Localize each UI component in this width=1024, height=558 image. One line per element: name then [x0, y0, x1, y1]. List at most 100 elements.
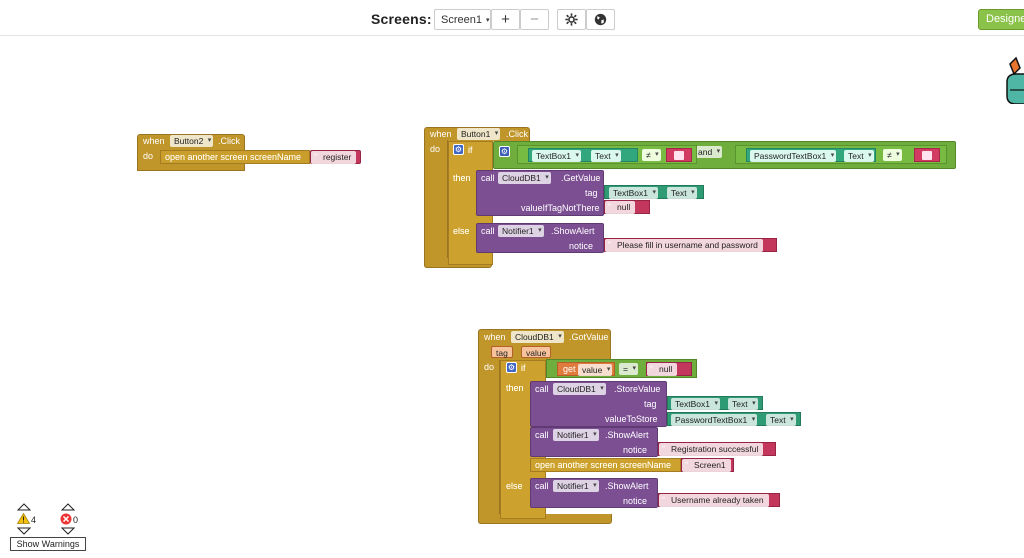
component-dropdown[interactable]: Notifier1 — [553, 480, 599, 492]
do-label: do — [430, 144, 441, 154]
screen1-string: Screen1 — [682, 459, 731, 472]
language-button[interactable] — [586, 9, 615, 30]
textbox1-text-getter[interactable]: TextBox1 Text — [528, 148, 638, 162]
tag-textbox1-getter[interactable]: TextBox1 Text — [604, 185, 704, 199]
mutator-gear-icon[interactable]: ⚙ — [453, 144, 464, 155]
property-dropdown[interactable]: Text — [728, 398, 758, 410]
component-dropdown[interactable]: CloudDB1 — [511, 331, 564, 343]
show-warnings-button[interactable]: Show Warnings — [10, 537, 86, 551]
neq-operator[interactable]: ≠ — [883, 149, 902, 161]
open-another-screen-block[interactable]: open another screen screenName — [530, 458, 681, 472]
notifier-showalert-block[interactable]: call Notifier1 .ShowAlert notice — [476, 223, 604, 253]
and-operator[interactable]: and — [694, 146, 723, 158]
remove-screen-button[interactable]: − — [520, 9, 549, 30]
errors-prev-arrow-icon[interactable] — [61, 503, 75, 511]
passwordtextbox1-text-getter[interactable]: PasswordTextBox1 Text — [667, 412, 801, 426]
username-taken-string-block[interactable]: Username already taken — [658, 493, 780, 507]
then-label: then — [453, 173, 471, 183]
method-label: .StoreValue — [614, 384, 661, 394]
clouddb-storevalue-block[interactable]: call CloudDB1 .StoreValue tag valueToSto… — [530, 381, 667, 427]
component-dropdown[interactable]: CloudDB1 — [498, 172, 551, 184]
method-label: .ShowAlert — [551, 226, 595, 236]
null-string-block[interactable]: null — [604, 200, 650, 214]
component-dropdown[interactable]: PasswordTextBox1 — [671, 414, 758, 426]
alert-message-string-block[interactable]: Please fill in username and password — [604, 238, 777, 252]
event-label: .Click — [218, 136, 240, 146]
add-screen-button[interactable]: + — [491, 9, 520, 30]
get-value-block[interactable]: get value — [557, 362, 615, 376]
do-label: do — [143, 151, 154, 161]
variable-dropdown[interactable]: value — [578, 364, 613, 376]
project-properties-button[interactable] — [557, 9, 586, 30]
component-dropdown[interactable]: PasswordTextBox1 — [750, 150, 837, 162]
when-button1-click-block[interactable]: when Button1 .Click — [424, 127, 530, 141]
dropdown-caret-icon: ▾ — [485, 16, 490, 24]
else-label: else — [453, 226, 470, 236]
empty-string-block[interactable] — [914, 148, 940, 162]
property-dropdown[interactable]: Text — [844, 150, 874, 162]
if-label: if — [468, 145, 473, 155]
property-dropdown[interactable]: Text — [766, 414, 796, 426]
valuetostore-label: valueToStore — [605, 414, 658, 424]
null-string-block[interactable]: null — [646, 362, 692, 376]
component-dropdown[interactable]: CloudDB1 — [553, 383, 606, 395]
mutator-gear-icon[interactable]: ⚙ — [499, 146, 510, 157]
neq-operator[interactable]: ≠ — [642, 149, 661, 161]
compare-password-block[interactable]: PasswordTextBox1 Text ≠ — [735, 145, 947, 164]
component-dropdown[interactable]: TextBox1 — [671, 398, 720, 410]
param-tag[interactable]: tag — [491, 346, 513, 358]
call-label: call — [535, 384, 549, 394]
register-string: register — [311, 151, 357, 164]
when-button1-body: do — [424, 140, 448, 268]
screen1-string-block[interactable]: Screen1 — [681, 458, 734, 472]
compare-value-null-block[interactable]: get value = null — [546, 359, 697, 378]
clouddb-getvalue-block[interactable]: call CloudDB1 .GetValue tag valueIfTagNo… — [476, 170, 604, 216]
call-label: call — [481, 226, 495, 236]
notice-label: notice — [623, 445, 648, 455]
warnings-prev-arrow-icon[interactable] — [17, 503, 31, 511]
error-circle-icon — [60, 513, 72, 525]
component-dropdown[interactable]: TextBox1 — [532, 150, 581, 162]
screen-select[interactable]: Screen1 ▾ — [434, 9, 491, 30]
compare-textbox1-block[interactable]: TextBox1 Text ≠ — [517, 145, 697, 164]
notifier-showalert-else-block[interactable]: call Notifier1 .ShowAlert notice — [530, 478, 658, 508]
event-label: .GotValue — [569, 332, 609, 342]
call-label: call — [535, 481, 549, 491]
errors-next-arrow-icon[interactable] — [61, 527, 75, 535]
passwordtextbox1-text-getter[interactable]: PasswordTextBox1 Text — [746, 148, 876, 162]
when-clouddb-footer — [478, 514, 612, 524]
component-dropdown[interactable]: Button2 — [170, 135, 214, 147]
null-string: null — [605, 201, 636, 214]
do-label: do — [484, 362, 495, 372]
alert-message-string: Please fill in username and password — [605, 239, 763, 252]
when-clouddb-gotvalue-block[interactable]: when CloudDB1 .GotValue tag value — [478, 329, 611, 361]
username-taken-string: Username already taken — [659, 494, 769, 507]
tag-textbox1-getter[interactable]: TextBox1 Text — [667, 396, 763, 410]
method-label: .GetValue — [561, 173, 601, 183]
when-button2-click-block[interactable]: when Button2 .Click — [137, 134, 245, 148]
param-value[interactable]: value — [521, 346, 552, 358]
top-toolbar: Screens: Screen1 ▾ + − Designer — [0, 0, 1024, 36]
designer-button[interactable]: Designer — [978, 9, 1024, 30]
component-dropdown[interactable]: TextBox1 — [609, 187, 658, 199]
notifier-showalert-block[interactable]: call Notifier1 .ShowAlert notice — [530, 427, 658, 457]
component-dropdown[interactable]: Button1 — [457, 128, 501, 140]
open-another-screen-block[interactable]: open another screen screenName — [160, 150, 310, 164]
mutator-gear-icon[interactable]: ⚙ — [506, 362, 517, 373]
component-dropdown[interactable]: Notifier1 — [498, 225, 544, 237]
screen-select-value: Screen1 — [441, 13, 482, 26]
globe-icon — [594, 13, 607, 26]
register-string-block[interactable]: register — [310, 150, 361, 164]
registration-successful-string-block[interactable]: Registration successful — [658, 442, 776, 456]
backpack-mascot-icon[interactable] — [1004, 54, 1024, 104]
null-string: null — [647, 363, 678, 376]
blocks-workspace[interactable]: when Button2 .Click do open another scre… — [0, 37, 1024, 558]
empty-string-block[interactable] — [666, 148, 692, 162]
property-dropdown[interactable]: Text — [667, 187, 697, 199]
component-dropdown[interactable]: Notifier1 — [553, 429, 599, 441]
warnings-next-arrow-icon[interactable] — [17, 527, 31, 535]
tag-label: tag — [585, 188, 598, 198]
property-dropdown[interactable]: Text — [591, 150, 621, 162]
screen-name-label: screenName — [620, 460, 672, 470]
eq-operator[interactable]: = — [619, 363, 638, 375]
